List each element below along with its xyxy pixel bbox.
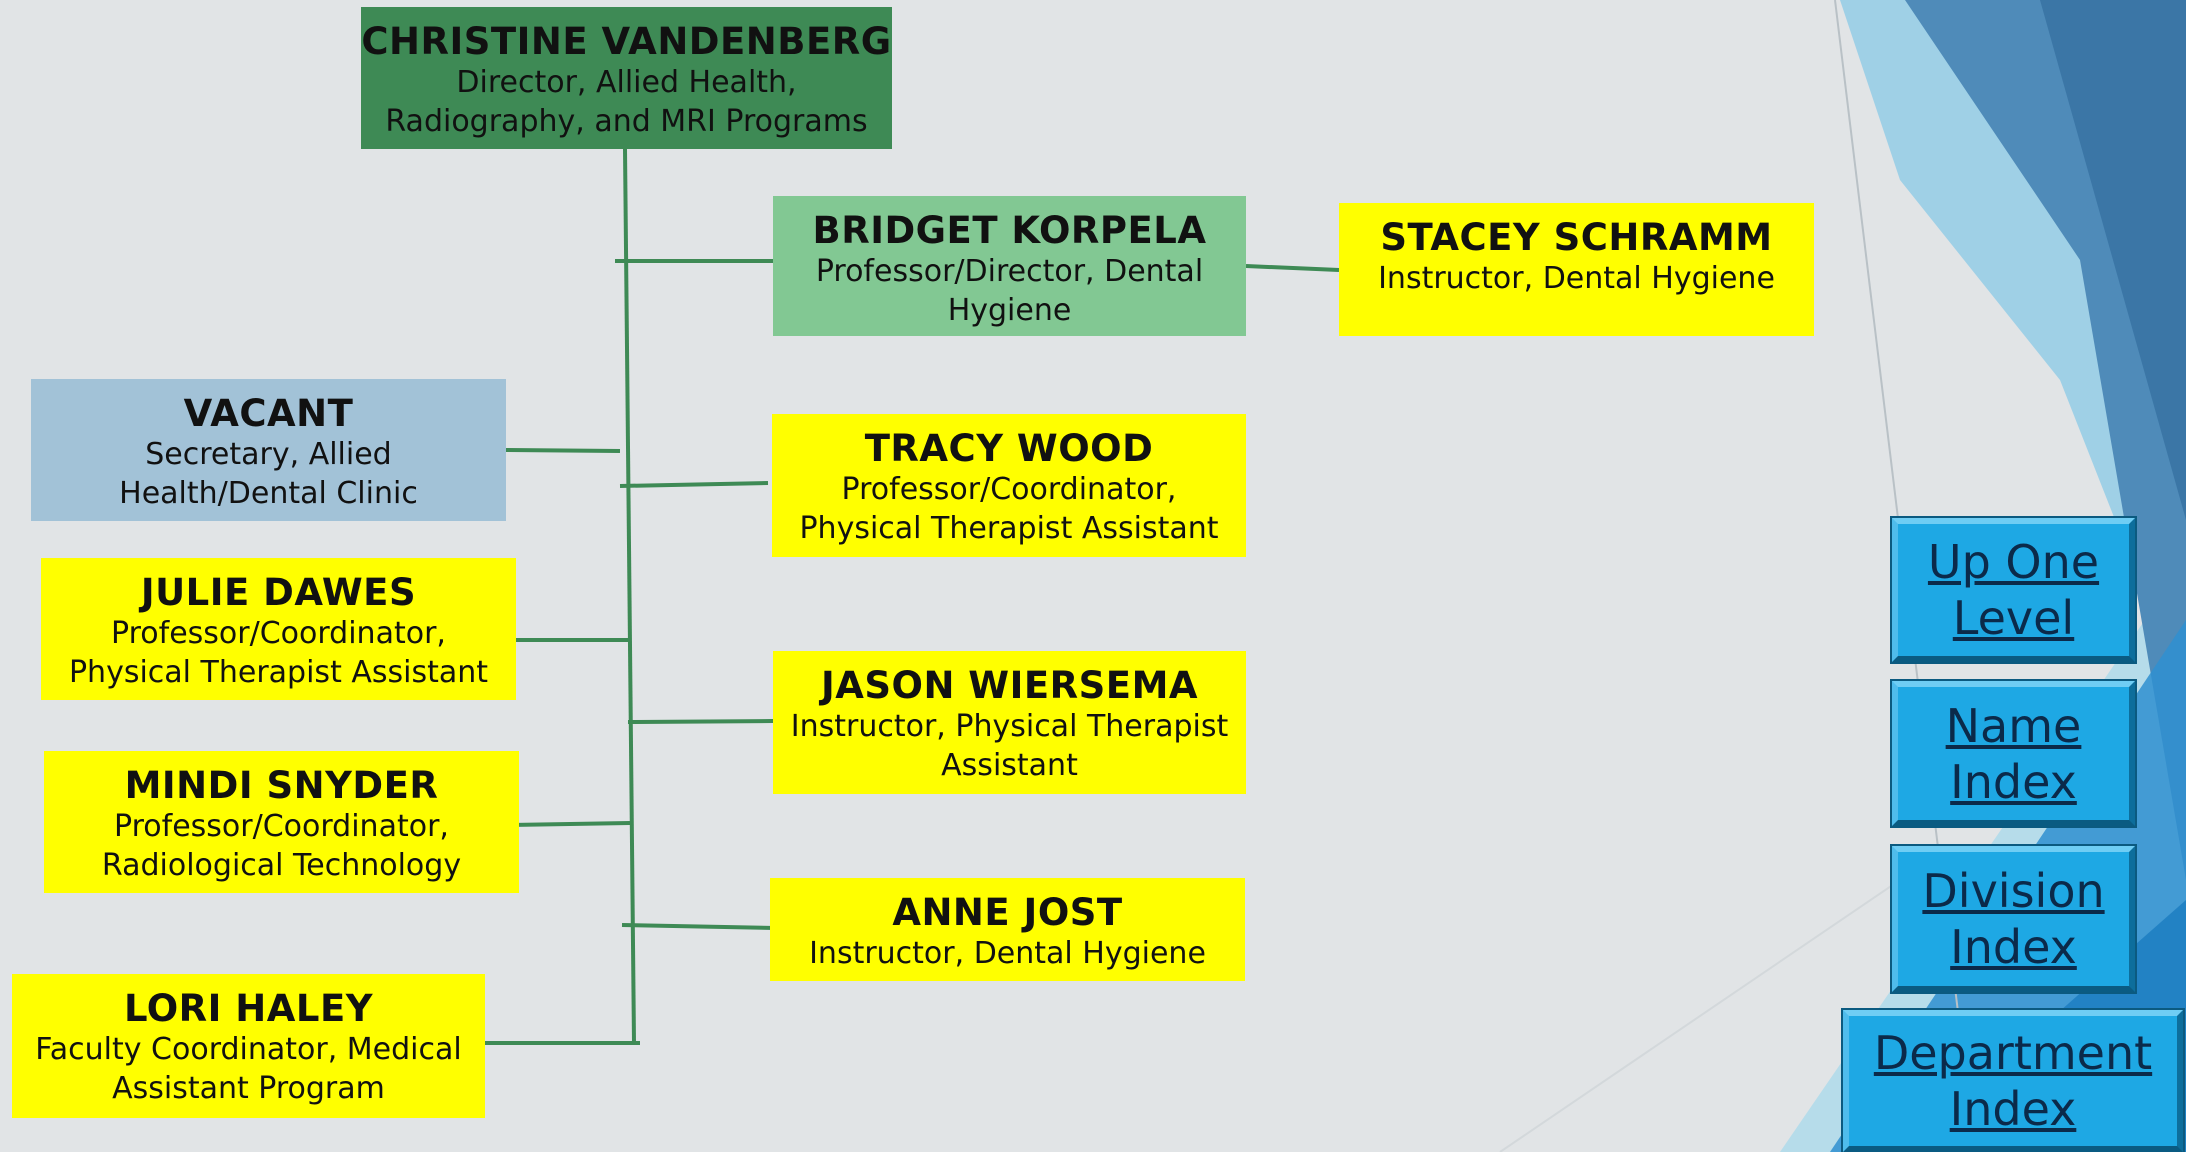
person-title: Director, Allied Health, Radiography, an… <box>385 65 868 139</box>
org-box-jost: ANNE JOST Instructor, Dental Hygiene <box>770 878 1245 981</box>
person-name: JASON WIERSEMA <box>820 664 1199 707</box>
person-name: STACEY SCHRAMM <box>1380 216 1773 259</box>
person-name: LORI HALEY <box>123 987 374 1030</box>
connector-jost <box>621 923 776 930</box>
person-title: Professor/Coordinator, Physical Therapis… <box>799 472 1219 546</box>
name-index-button[interactable]: Name Index <box>1890 679 2137 828</box>
org-box-wiersema: JASON WIERSEMA Instructor, Physical Ther… <box>773 651 1246 794</box>
org-box-dawes: JULIE DAWES Professor/Coordinator, Physi… <box>41 558 516 700</box>
org-box-vacant: VACANT Secretary, Allied Health/Dental C… <box>31 379 506 521</box>
department-index-label: Department Index <box>1873 1026 2153 1136</box>
department-index-button[interactable]: Department Index <box>1841 1008 2185 1152</box>
up-one-level-label: Up One Level <box>1927 535 2100 645</box>
connector-wood <box>619 481 769 488</box>
person-name: JULIE DAWES <box>140 571 417 614</box>
org-box-schramm: STACEY SCHRAMM Instructor, Dental Hygien… <box>1339 203 1814 336</box>
person-title: Professor/Coordinator, Radiological Tech… <box>101 809 462 883</box>
connector-vacant <box>505 448 621 453</box>
connector-wiersema <box>627 719 774 724</box>
up-one-level-button[interactable]: Up One Level <box>1890 516 2137 664</box>
person-title: Instructor, Dental Hygiene <box>1378 261 1775 296</box>
org-box-korpela: BRIDGET KORPELA Professor/Director, Dent… <box>773 196 1246 336</box>
person-name: TRACY WOOD <box>864 427 1154 470</box>
person-name: VACANT <box>183 392 354 435</box>
trunk-line <box>623 148 636 1044</box>
person-title: Instructor, Dental Hygiene <box>809 936 1206 971</box>
connector-korpela-schramm <box>1245 264 1340 272</box>
division-index-label: Division Index <box>1922 864 2105 974</box>
org-box-wood: TRACY WOOD Professor/Coordinator, Physic… <box>772 414 1246 557</box>
person-title: Professor/Director, Dental Hygiene <box>815 254 1204 328</box>
person-name: CHRISTINE VANDENBERG <box>361 20 892 63</box>
person-name: ANNE JOST <box>892 891 1123 934</box>
division-index-button[interactable]: Division Index <box>1890 844 2137 994</box>
person-name: MINDI SNYDER <box>124 764 439 807</box>
person-title: Professor/Coordinator, Physical Therapis… <box>68 616 489 690</box>
person-name: BRIDGET KORPELA <box>812 209 1207 252</box>
connector-snyder <box>509 821 631 827</box>
person-title: Instructor, Physical Therapist Assistant <box>790 709 1229 783</box>
person-title: Secretary, Allied Health/Dental Clinic <box>119 437 418 511</box>
person-title: Faculty Coordinator, Medical Assistant P… <box>35 1032 462 1106</box>
org-box-haley: LORI HALEY Faculty Coordinator, Medical … <box>12 974 485 1118</box>
org-box-director: CHRISTINE VANDENBERG Director, Allied He… <box>361 7 892 149</box>
org-box-snyder: MINDI SNYDER Professor/Coordinator, Radi… <box>44 751 519 893</box>
name-index-label: Name Index <box>1945 698 2082 809</box>
